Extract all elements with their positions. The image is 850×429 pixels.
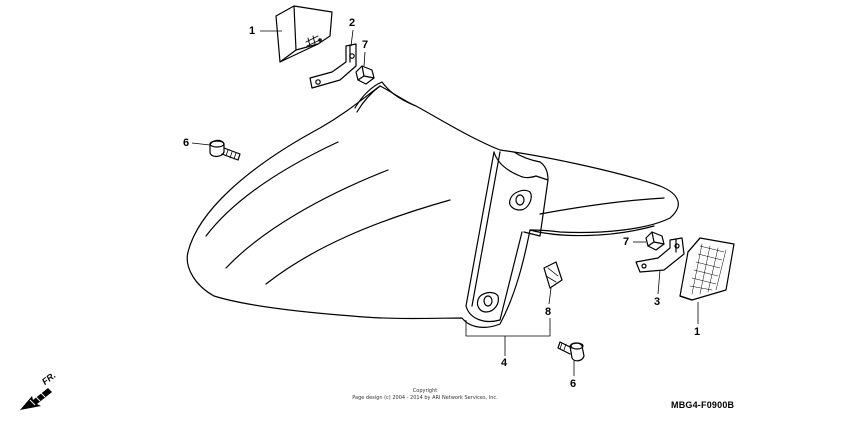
reflector-bracket-right (635, 237, 685, 273)
callout-7-right: 7 (623, 236, 630, 248)
diagram-code: MBG4-F0900B (671, 400, 735, 410)
nut-right (645, 231, 665, 251)
reflector-right (679, 237, 735, 301)
callout-4: 4 (501, 357, 508, 369)
callout-7-top: 7 (362, 39, 369, 51)
callout-1-right: 1 (694, 326, 701, 338)
copyright-line-1: Copyright (412, 388, 438, 394)
copyright-line-2: Page design (c) 2004 - 2014 by ARI Netwo… (352, 395, 498, 401)
callout-2: 2 (349, 17, 356, 29)
reflector-top (275, 5, 333, 63)
bolt-bottom (557, 341, 585, 362)
callout-6-bottom: 6 (570, 378, 577, 390)
callout-8: 8 (545, 306, 552, 318)
leader-3 (657, 269, 661, 295)
callout-3: 3 (654, 296, 661, 308)
leader-lines (191, 29, 699, 376)
front-direction-arrow-icon (20, 388, 52, 410)
leader-8 (548, 287, 552, 305)
leader-7-top (363, 51, 366, 67)
nut-top (355, 65, 375, 85)
clip-part-8 (543, 261, 563, 289)
fender-stay (465, 151, 549, 323)
callout-1-top: 1 (249, 25, 256, 37)
bolt-left (209, 139, 241, 161)
leader-2 (350, 29, 354, 47)
callout-6-left: 6 (183, 137, 190, 149)
reflector-bracket-top (309, 43, 357, 89)
leader-6-left (191, 142, 211, 146)
front-fender (186, 81, 679, 328)
leader-4-bracket (465, 318, 551, 337)
